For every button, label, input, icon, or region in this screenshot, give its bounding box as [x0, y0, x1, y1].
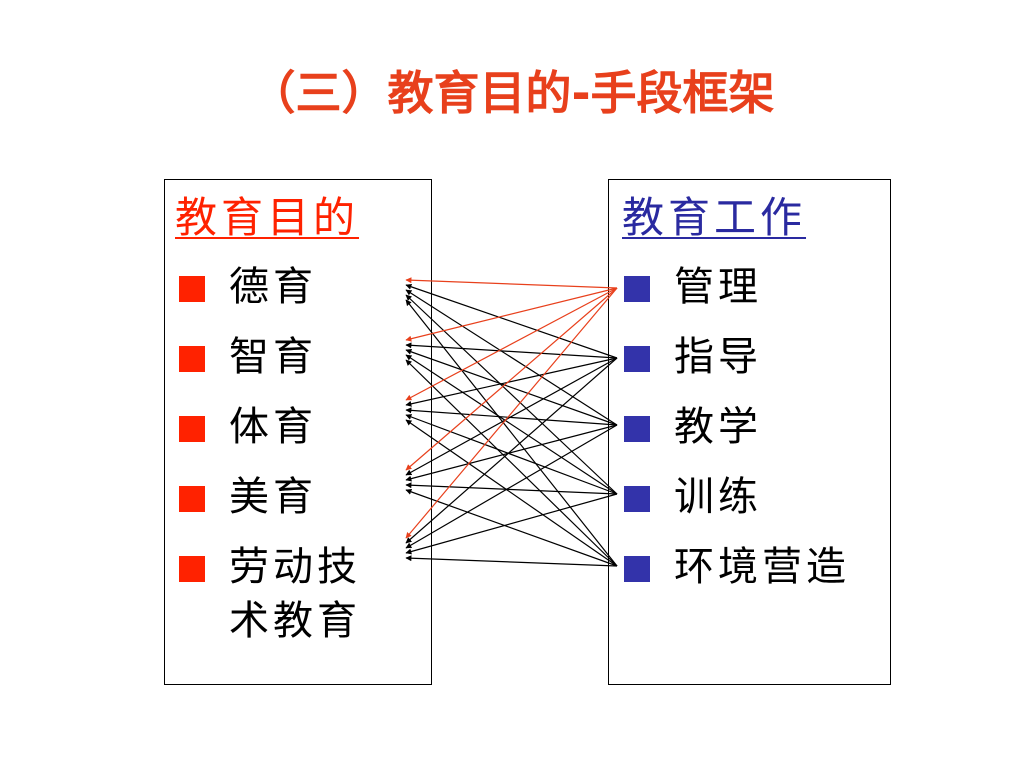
work-label: 教学 — [674, 404, 762, 450]
square-bullet-icon — [624, 556, 650, 582]
goal-item-moral: 德育 — [179, 260, 361, 330]
link-arrow — [405, 555, 618, 567]
link-arrow — [405, 289, 618, 426]
link-arrow — [405, 354, 618, 495]
link-arrow — [405, 287, 618, 539]
work-label: 管理 — [674, 264, 762, 310]
work-label: 环境营造 — [674, 544, 850, 590]
link-arrow — [405, 287, 618, 471]
goal-item-physical: 体育 — [179, 400, 361, 470]
link-arrow — [405, 482, 618, 495]
link-arrow — [405, 357, 618, 544]
work-label: 训练 — [674, 474, 762, 520]
link-arrow — [405, 277, 618, 289]
link-arrow — [405, 299, 618, 567]
link-arrow — [405, 493, 618, 555]
goals-box: 教育目的 德育 智育 体育 美育 劳动技 术教育 — [164, 179, 432, 685]
link-arrow — [405, 342, 618, 359]
link-arrow — [405, 359, 618, 567]
link-arrow — [405, 357, 618, 476]
link-arrow — [405, 294, 618, 495]
square-bullet-icon — [179, 416, 205, 442]
work-item-teaching: 教学 — [624, 400, 850, 470]
square-bullet-icon — [179, 556, 205, 582]
work-box: 教育工作 管理 指导 教学 训练 环境营造 — [608, 179, 891, 685]
link-arrow — [405, 407, 618, 426]
link-arrow — [405, 414, 618, 495]
work-list: 管理 指导 教学 训练 环境营造 — [624, 260, 850, 610]
goals-list: 德育 智育 体育 美育 劳动技 术教育 — [179, 260, 361, 660]
work-item-training: 训练 — [624, 470, 850, 540]
goal-item-intellectual: 智育 — [179, 330, 361, 400]
goal-label: 美育 — [229, 474, 317, 520]
work-item-environment: 环境营造 — [624, 540, 850, 610]
goal-label: 体育 — [229, 404, 317, 450]
link-arrow — [405, 287, 618, 401]
work-heading: 教育工作 — [622, 193, 807, 242]
link-arrow — [405, 424, 618, 482]
link-arrow — [405, 287, 618, 342]
square-bullet-icon — [624, 416, 650, 442]
link-arrow — [405, 357, 618, 407]
slide-title: （三）教育目的-手段框架 — [249, 66, 775, 120]
square-bullet-icon — [624, 346, 650, 372]
work-item-management: 管理 — [624, 260, 850, 330]
goal-item-aesthetic: 美育 — [179, 470, 361, 540]
square-bullet-icon — [179, 486, 205, 512]
link-arrow — [405, 348, 618, 426]
link-arrow — [405, 419, 618, 567]
work-item-guidance: 指导 — [624, 330, 850, 400]
link-arrow — [405, 489, 618, 567]
work-label: 指导 — [674, 334, 762, 380]
goal-label: 劳动技 术教育 — [229, 544, 361, 644]
goal-item-labor: 劳动技 术教育 — [179, 540, 361, 660]
goal-label: 智育 — [229, 334, 317, 380]
square-bullet-icon — [624, 276, 650, 302]
link-arrow — [405, 283, 618, 359]
goal-label: 德育 — [229, 264, 317, 310]
square-bullet-icon — [624, 486, 650, 512]
square-bullet-icon — [179, 346, 205, 372]
link-arrow — [405, 424, 618, 549]
goals-heading: 教育目的 — [175, 193, 360, 242]
square-bullet-icon — [179, 276, 205, 302]
